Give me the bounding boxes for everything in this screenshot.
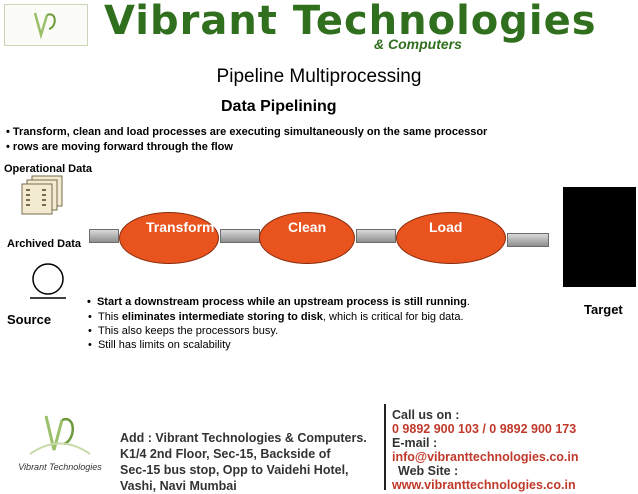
section-title: Data Pipelining	[221, 98, 337, 115]
address-line: Add : Vibrant Technologies & Computers.	[120, 431, 367, 445]
address-line: Sec-15 bus stop, Opp to Vaidehi Hotel,	[120, 463, 349, 477]
address-block: Add : Vibrant Technologies & Computers. …	[120, 430, 367, 494]
footer	[0, 398, 638, 493]
contact-block: Call us on : 0 9892 900 103 / 0 9892 900…	[392, 408, 579, 492]
transform-stage: Transform	[119, 212, 219, 264]
email-link[interactable]: info@vibranttechnologies.co.in	[392, 450, 579, 464]
clean-stage: Clean	[259, 212, 355, 264]
load-stage: Load	[396, 212, 506, 264]
brand-logo	[4, 4, 88, 46]
intro-bullet: • rows are moving forward through the fl…	[6, 141, 233, 153]
footer-logo: Vibrant Technologies	[10, 410, 110, 488]
body-bullet: • This eliminates intermediate storing t…	[88, 311, 464, 323]
body-bullet: • Still has limits on scalability	[88, 339, 231, 351]
flow-arrow	[356, 229, 396, 243]
slide-title: Pipeline Multiprocessing	[216, 66, 422, 87]
website-label: Web Site :	[398, 464, 459, 478]
operational-data-label: Operational Data	[4, 163, 93, 175]
call-label: Call us on :	[392, 408, 460, 422]
source-label: Source	[7, 312, 52, 327]
footer-logo-text: Vibrant Technologies	[18, 462, 102, 472]
target-label: Target	[584, 302, 623, 317]
address-line: K1/4 2nd Floor, Sec-15, Backside of	[120, 447, 331, 461]
documents-icon	[18, 175, 70, 215]
address-line: Vashi, Navi Mumbai	[120, 479, 237, 493]
website-link[interactable]: www.vibranttechnologies.co.in	[392, 478, 576, 492]
footer-divider	[384, 404, 386, 490]
phone-numbers[interactable]: 0 9892 900 103 / 0 9892 900 173	[392, 422, 577, 436]
brand-title: Vibrant Technologies	[104, 0, 597, 44]
disk-icon	[28, 262, 68, 302]
intro-bullet: • Transform, clean and load processes ar…	[6, 126, 488, 138]
target-box	[563, 187, 636, 287]
flow-arrow	[507, 233, 549, 247]
flow-arrow	[220, 229, 260, 243]
body-bullet: • Start a downstream process while an up…	[87, 296, 470, 308]
archived-data-label: Archived Data	[7, 238, 81, 250]
brand-subtitle: & Computers	[374, 36, 462, 52]
body-bullet: • This also keeps the processors busy.	[88, 325, 279, 337]
flow-arrow	[89, 229, 119, 243]
email-label: E-mail :	[392, 436, 438, 450]
